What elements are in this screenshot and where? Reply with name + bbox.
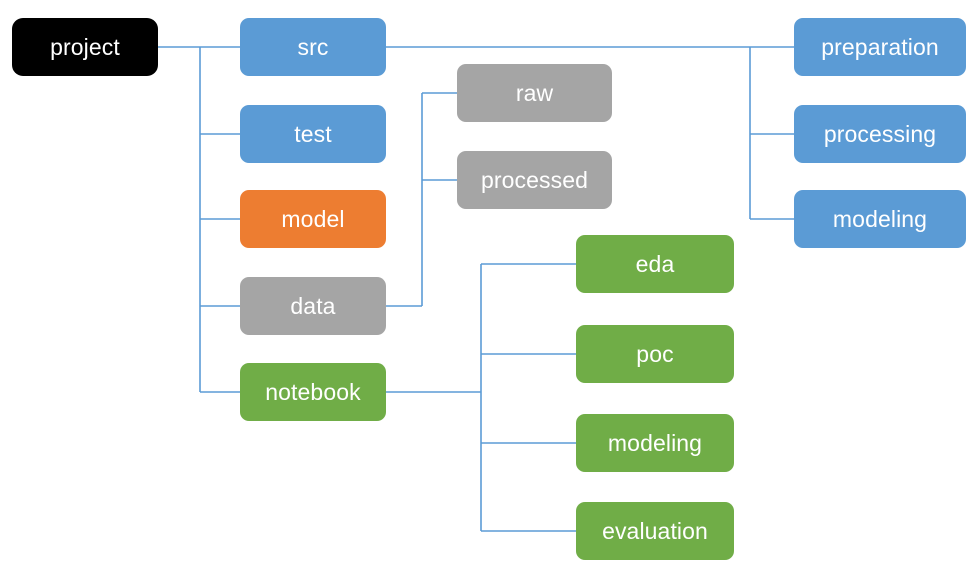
node-label: processed (480, 166, 589, 193)
node-preparation[interactable]: preparation (794, 18, 966, 76)
node-notebook[interactable]: notebook (240, 363, 386, 421)
node-src[interactable]: src (240, 18, 386, 76)
node-test[interactable]: test (240, 105, 386, 163)
node-label: poc (636, 340, 674, 367)
node-model[interactable]: model (240, 190, 386, 248)
node-label: modeling (832, 205, 928, 232)
node-label: notebook (265, 378, 361, 405)
node-label: model (281, 205, 345, 232)
node-project[interactable]: project (12, 18, 158, 76)
node-modeling_nb[interactable]: modeling (576, 414, 734, 472)
node-label: evaluation (602, 517, 708, 544)
node-label: project (50, 33, 120, 60)
node-poc[interactable]: poc (576, 325, 734, 383)
node-data[interactable]: data (240, 277, 386, 335)
node-processing[interactable]: processing (794, 105, 966, 163)
node-label: modeling (607, 429, 703, 456)
node-label: raw (515, 79, 554, 106)
node-raw[interactable]: raw (457, 64, 612, 122)
node-label: src (297, 33, 329, 60)
node-label: preparation (821, 33, 939, 60)
node-label: test (294, 120, 332, 147)
node-label: processing (823, 120, 937, 147)
node-modeling_src[interactable]: modeling (794, 190, 966, 248)
node-evaluation[interactable]: evaluation (576, 502, 734, 560)
node-eda[interactable]: eda (576, 235, 734, 293)
node-label: eda (635, 250, 675, 277)
node-processed[interactable]: processed (457, 151, 612, 209)
node-label: data (290, 292, 336, 319)
